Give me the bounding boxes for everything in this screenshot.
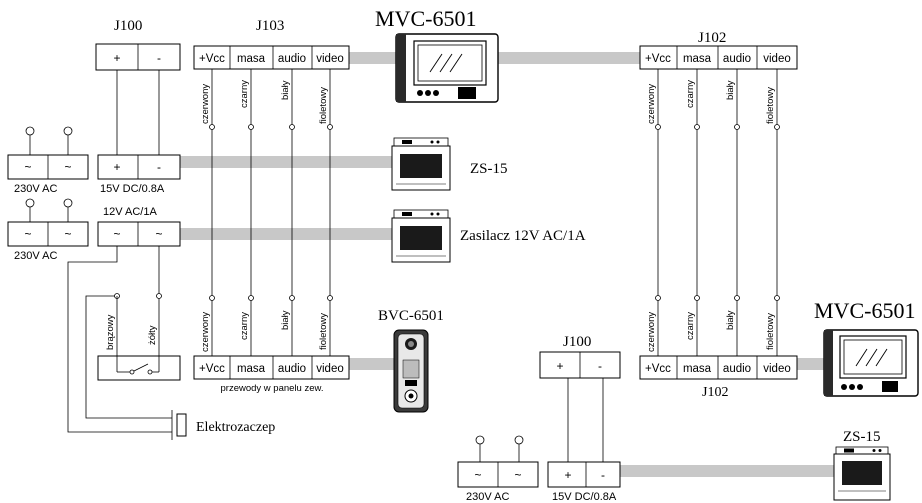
zasilacz-device <box>391 209 451 263</box>
j100-top-minus: - <box>157 51 161 65</box>
j102-wire-czerwony-top: czerwony <box>646 84 657 124</box>
ac230-block-3: ~ ~ <box>457 435 539 488</box>
j102-bottom-audio: audio <box>723 363 751 375</box>
svg-text:~: ~ <box>64 160 71 174</box>
bus-psu-to-zs15 <box>180 156 392 168</box>
svg-text:~: ~ <box>474 468 481 482</box>
mvc-top-label: MVC-6501 <box>375 6 476 31</box>
j103-title: J103 <box>256 18 284 34</box>
dc15-label-2: 15V DC/0.8A <box>552 491 617 503</box>
ac230-label-2: 230V AC <box>14 250 57 262</box>
bus-psu-to-zs15-bottom <box>620 465 835 477</box>
svg-text:+: + <box>113 160 120 174</box>
dc15-terminal-2: + - <box>547 461 621 488</box>
j102-bottom-video: video <box>763 363 791 375</box>
ac12-terminal: ~ ~ <box>97 221 181 247</box>
dc15-terminal-1: + - <box>97 154 181 180</box>
svg-text:~: ~ <box>113 227 120 241</box>
j102-top-masa: masa <box>683 53 712 65</box>
j103-top-video: video <box>316 53 344 65</box>
door-switch <box>97 355 181 381</box>
bus-ac12-to-zasilacz <box>180 228 392 240</box>
j100-bottom-title: J100 <box>563 334 591 350</box>
mvc-right-label: MVC-6501 <box>814 298 915 323</box>
j102-wire-fioletowy-bottom: fioletowy <box>765 313 776 350</box>
wire-label-bialy-bottom: biały <box>280 310 291 330</box>
elektrozaczep-label: Elektrozaczep <box>196 420 275 435</box>
wire-label-fioletowy-bottom: fioletowy <box>318 313 329 350</box>
switch-wire-brazowy: brązowy <box>105 314 116 350</box>
j102-wire-czarny-bottom: czarny <box>685 312 696 340</box>
j102-top-audio: audio <box>723 53 751 65</box>
j103-top-connector: +Vcc masa audio video <box>193 45 350 70</box>
wire-label-fioletowy-top: fioletowy <box>318 87 329 124</box>
zs15-label-middle: ZS-15 <box>470 161 508 177</box>
bvc-label: BVC-6501 <box>378 308 444 324</box>
j100-bottom-block: + - <box>539 351 621 379</box>
j103-bottom-vcc: +Vcc <box>199 363 225 375</box>
svg-text:~: ~ <box>64 227 71 241</box>
j102-top-connector: +Vcc masa audio video <box>639 45 798 70</box>
elektrozaczep-symbol <box>171 410 187 440</box>
mvc-right-device <box>823 329 919 397</box>
j102-bottom-connector: +Vcc masa audio video <box>639 355 798 380</box>
j102-wire-bialy-bottom: biały <box>725 310 736 330</box>
dc15-label-1: 15V DC/0.8A <box>100 183 165 195</box>
svg-text:~: ~ <box>24 160 31 174</box>
ac230-label-3: 230V AC <box>466 491 509 503</box>
svg-text:~: ~ <box>24 227 31 241</box>
bus-j103-to-bvc <box>349 358 394 370</box>
j102-wire-fioletowy-top: fioletowy <box>765 87 776 124</box>
wire-label-bialy-top: biały <box>280 80 291 100</box>
wire-label-czerwony-bottom: czerwony <box>200 312 211 352</box>
j103-bottom-connector: +Vcc masa audio video <box>193 355 350 380</box>
j100-top-plus: + <box>113 51 120 65</box>
ac230-block-2: ~ ~ <box>7 198 89 247</box>
j103-top-audio: audio <box>278 53 306 65</box>
j102-wire-czarny-top: czarny <box>685 80 696 108</box>
j102-wire-bialy-top: biały <box>725 80 736 100</box>
j103-top-vcc: +Vcc <box>199 53 225 65</box>
j103-bottom-masa: masa <box>237 363 266 375</box>
wire-label-czarny-top: czarny <box>239 80 250 108</box>
j103-bottom-video: video <box>316 363 344 375</box>
wire-label-czarny-bottom: czarny <box>239 312 250 340</box>
svg-text:+: + <box>556 359 563 373</box>
j102-bottom-title: J102 <box>702 385 728 400</box>
j103-bottom-audio: audio <box>278 363 306 375</box>
svg-text:~: ~ <box>514 468 521 482</box>
zs15-device-bottom <box>833 446 891 501</box>
j100-top-title: J100 <box>114 18 142 34</box>
j102-top-vcc: +Vcc <box>645 53 671 65</box>
j102-bottom-vcc: +Vcc <box>645 363 671 375</box>
zs15-device-middle <box>391 137 451 191</box>
j103-top-masa: masa <box>237 53 266 65</box>
bus-mvc-to-j102 <box>498 52 640 64</box>
ac230-block-1: ~ ~ <box>7 126 89 180</box>
zasilacz-label: Zasilacz 12V AC/1A <box>460 228 586 244</box>
svg-text:~: ~ <box>155 227 162 241</box>
svg-text:+: + <box>564 468 571 482</box>
zs15-label-bottom: ZS-15 <box>843 429 881 445</box>
j102-wire-czerwony-bottom: czerwony <box>646 312 657 352</box>
ac12-label: 12V AC/1A <box>103 206 157 218</box>
j102-bottom-masa: masa <box>683 363 712 375</box>
wire-label-czerwony-top: czerwony <box>200 84 211 124</box>
svg-text:-: - <box>601 468 605 482</box>
j102-top-title: J102 <box>698 30 726 46</box>
bvc-device <box>393 329 429 413</box>
j102-top-video: video <box>763 53 791 65</box>
mvc-top-device <box>395 33 499 103</box>
svg-text:-: - <box>598 359 602 373</box>
bus-j102-to-mvc <box>796 358 824 370</box>
ac230-label-1: 230V AC <box>14 183 57 195</box>
bus-j103-to-mvc <box>349 52 399 64</box>
switch-wire-zolty: żółty <box>147 325 158 345</box>
przewody-caption: przewody w panelu zew. <box>221 383 324 394</box>
svg-text:-: - <box>157 160 161 174</box>
